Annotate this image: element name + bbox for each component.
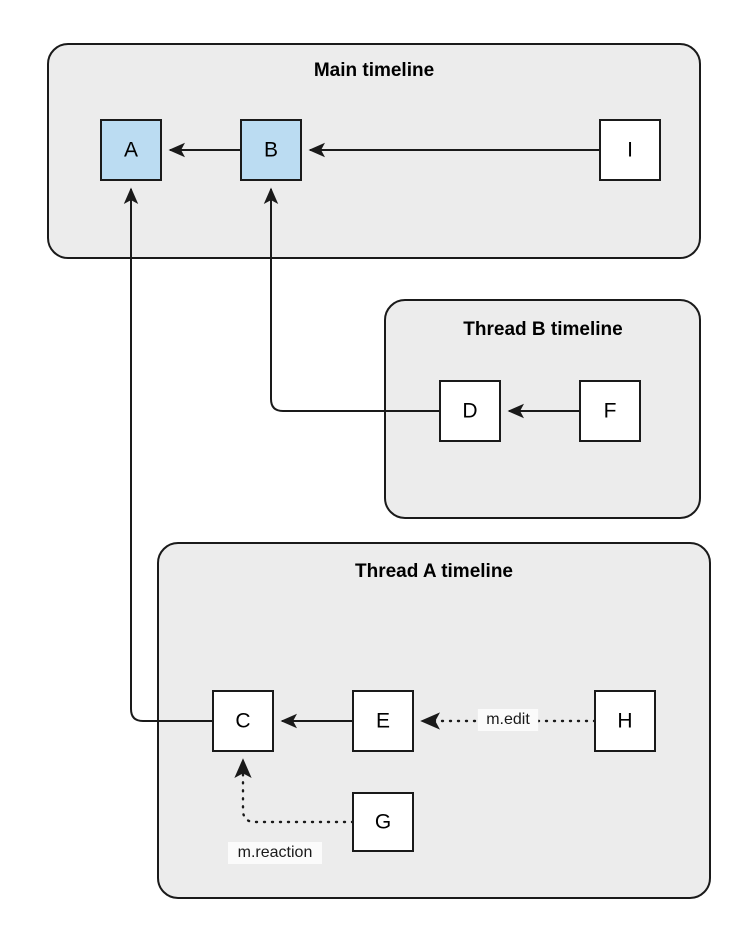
edge-label-m-reaction: m.reaction <box>238 844 313 861</box>
timeline-group-title: Main timeline <box>314 60 434 81</box>
event-node-g[interactable]: G <box>352 792 414 852</box>
event-node-box[interactable] <box>594 690 656 752</box>
timeline-group-box <box>384 299 701 519</box>
event-node-h[interactable]: H <box>594 690 656 752</box>
event-node-e[interactable]: E <box>352 690 414 752</box>
event-node-d[interactable]: D <box>439 380 501 442</box>
timeline-group-title: Thread B timeline <box>463 319 622 340</box>
event-node-a[interactable]: A <box>100 119 162 181</box>
event-node-box[interactable] <box>439 380 501 442</box>
timeline-group-thread-b: Thread B timeline <box>384 299 701 519</box>
event-node-box[interactable] <box>599 119 661 181</box>
event-nodes: A B I D F C E H G <box>100 119 661 852</box>
edge-g-to-c <box>234 758 355 824</box>
event-node-label: F <box>604 400 617 423</box>
event-node-label: C <box>235 710 250 733</box>
edge-label-background <box>477 709 539 731</box>
event-node-box[interactable] <box>352 690 414 752</box>
event-node-box[interactable] <box>212 690 274 752</box>
timeline-group-title: Thread A timeline <box>355 561 513 582</box>
edge-label-background <box>228 842 322 864</box>
event-node-box[interactable] <box>352 792 414 852</box>
event-node-label: D <box>462 400 477 423</box>
edge-label-m-edit: m.edit <box>486 711 530 728</box>
event-node-label: B <box>264 139 278 162</box>
edge-labels: m.edit m.reaction <box>228 709 539 864</box>
edge-c-to-a <box>123 187 213 722</box>
event-node-f[interactable]: F <box>579 380 641 442</box>
edges <box>123 142 600 824</box>
event-node-box[interactable] <box>100 119 162 181</box>
event-node-label: H <box>617 710 632 733</box>
event-node-label: E <box>376 710 390 733</box>
edge-d-to-b <box>263 187 440 412</box>
event-node-i[interactable]: I <box>599 119 661 181</box>
event-node-c[interactable]: C <box>212 690 274 752</box>
event-node-label: G <box>375 811 391 834</box>
event-node-box[interactable] <box>240 119 302 181</box>
event-node-box[interactable] <box>579 380 641 442</box>
event-node-b[interactable]: B <box>240 119 302 181</box>
event-node-label: I <box>627 139 633 162</box>
event-node-label: A <box>124 139 138 162</box>
